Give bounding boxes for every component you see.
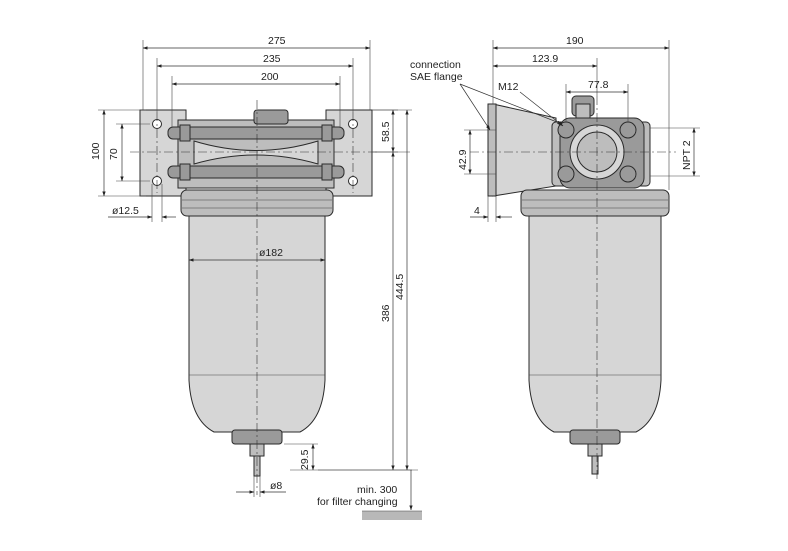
dim-58-5-label: 58.5 (380, 121, 392, 142)
floor-hatch (362, 511, 422, 520)
m12-label: M12 (498, 81, 519, 93)
side-bowl-collar (520, 189, 670, 217)
dim-d8-label: ø8 (270, 480, 282, 492)
dim-4-label: 4 (474, 205, 480, 217)
dim-100-label: 100 (90, 142, 102, 160)
dim-123-9-label: 123.9 (532, 53, 558, 65)
min-clearance-line2: for filter changing (317, 496, 398, 508)
upper-clamp-bar (167, 126, 345, 140)
clamp-bolt (321, 124, 333, 142)
clamp-bolt (179, 124, 191, 142)
side-filter-bowl (528, 215, 662, 433)
dim-77-8-label: 77.8 (588, 79, 609, 91)
vent-plug (253, 109, 289, 125)
flange-bolt (619, 165, 637, 183)
dim-d12-5-label: ø12.5 (112, 205, 139, 217)
clamp-bolt (179, 163, 191, 181)
connection-label-line1: connection (410, 59, 461, 71)
head-waist (193, 140, 319, 165)
min-clearance-line1: min. 300 (357, 484, 397, 496)
dim-70-label: 70 (108, 148, 120, 160)
dim-d182-label: ø182 (259, 247, 283, 259)
connection-label-line2: SAE flange (410, 71, 463, 83)
side-view: 190 123.9 77.8 connection SAE flange M12… (410, 35, 700, 480)
front-view: 275 235 200 100 70 ø12.5 ø182 58.5 386 (90, 35, 422, 520)
flange-face (487, 103, 497, 197)
flange-bolt (557, 121, 575, 139)
dim-444-5-label: 444.5 (394, 274, 406, 300)
dim-42-9-label: 42.9 (457, 149, 469, 170)
side-drain-fitting (569, 429, 621, 445)
dim-190-label: 190 (566, 35, 584, 47)
dim-386-label: 386 (380, 304, 392, 322)
clamp-bolt (321, 163, 333, 181)
side-drain-nipple (587, 443, 603, 457)
dim-200-label: 200 (261, 71, 279, 83)
dim-npt2-label: NPT 2 (681, 140, 693, 170)
dim-29-5-label: 29.5 (299, 449, 311, 470)
side-vent-neck (575, 103, 591, 119)
dim-235-label: 235 (263, 53, 281, 65)
dim-275-label: 275 (268, 35, 286, 47)
lower-clamp-bar (167, 165, 345, 179)
side-drain-pipe (591, 455, 599, 475)
flange-bolt (557, 165, 575, 183)
flange-bolt (619, 121, 637, 139)
